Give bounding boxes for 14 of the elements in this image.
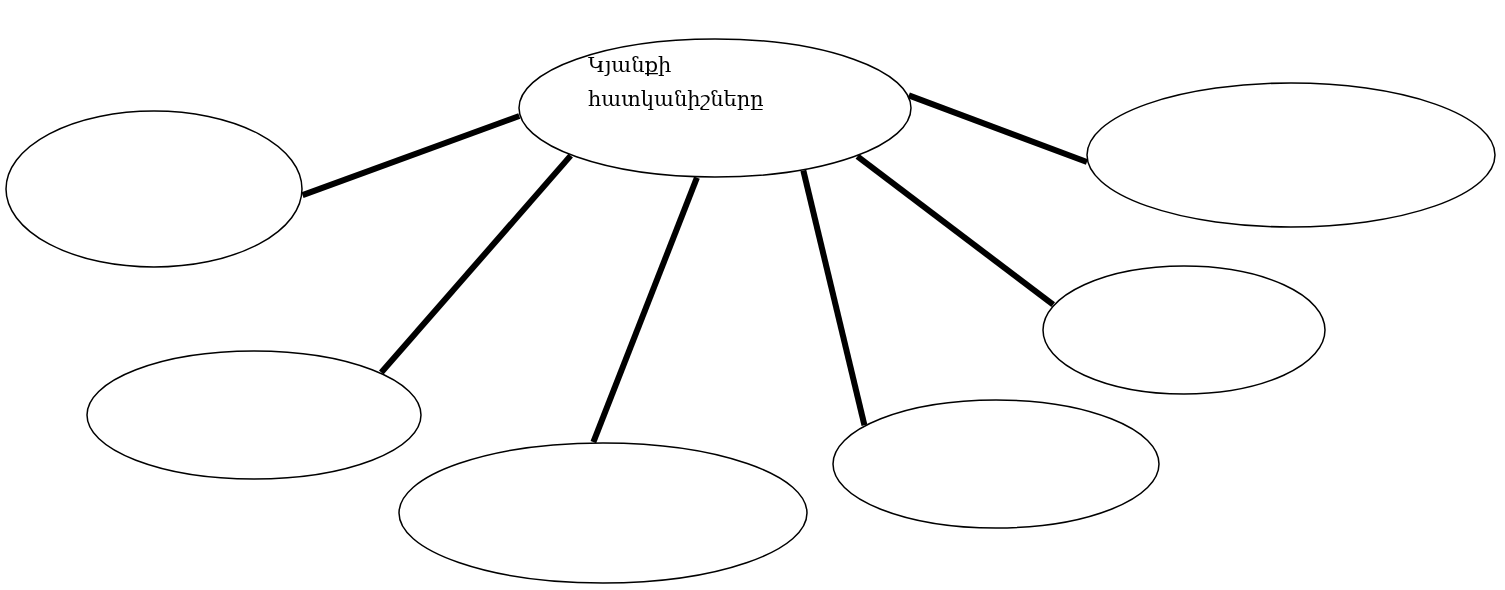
connector-line: [800, 169, 868, 426]
connector-line: [590, 176, 700, 444]
ellipse-node: [1042, 265, 1326, 395]
connector-line: [301, 113, 521, 198]
connector-line: [907, 92, 1088, 165]
ellipse-node: [86, 350, 422, 480]
ellipse-node: [5, 110, 303, 268]
connector-line: [855, 154, 1055, 308]
ellipse-node: [518, 38, 912, 178]
ellipse-node: [1086, 82, 1496, 228]
ellipse-node: [398, 442, 808, 584]
ellipse-node: [832, 399, 1160, 529]
node-label: Կյանքի հատկանիշները: [588, 52, 765, 113]
connector-line: [379, 153, 573, 375]
